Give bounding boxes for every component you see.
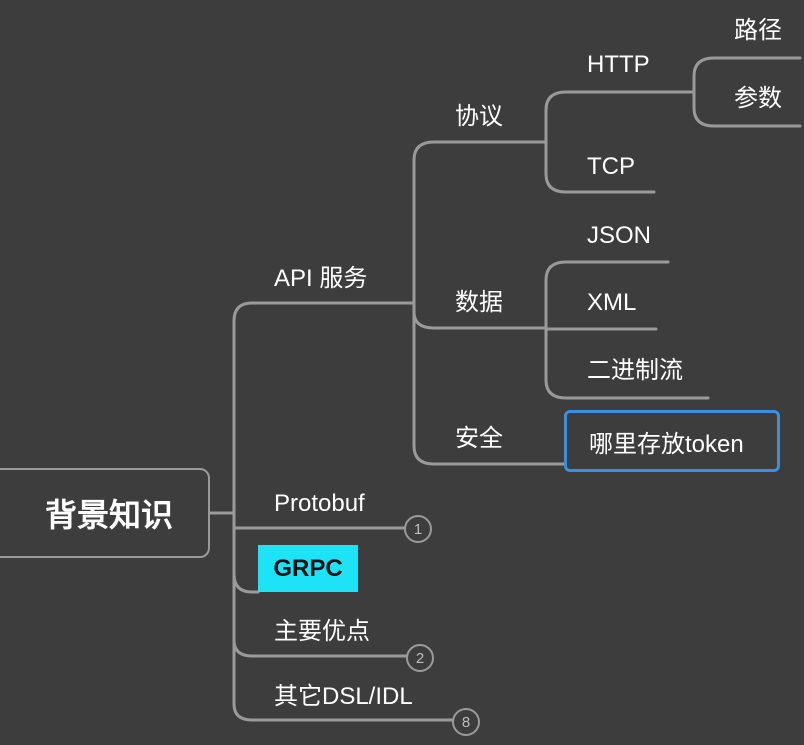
- node-security[interactable]: 安全: [455, 425, 503, 452]
- connector-main-spine: [232, 301, 254, 722]
- collapse-badge-dsl-count: 8: [461, 713, 471, 731]
- node-http[interactable]: HTTP: [587, 51, 650, 78]
- connector-http-spine: [692, 56, 716, 128]
- root-node[interactable]: 背景知识: [0, 468, 210, 558]
- collapse-badge-protobuf-count: 1: [413, 520, 423, 538]
- node-grpc-label: GRPC: [273, 554, 343, 582]
- collapse-badge-protobuf[interactable]: 1: [404, 515, 432, 543]
- connector-advantages: [232, 638, 408, 658]
- node-protobuf[interactable]: Protobuf: [274, 490, 365, 517]
- node-api-service[interactable]: API 服务: [274, 265, 368, 292]
- node-other-dsl-idl[interactable]: 其它DSL/IDL: [274, 683, 413, 710]
- node-advantages[interactable]: 主要优点: [274, 618, 370, 645]
- collapse-badge-dsl[interactable]: 8: [452, 708, 480, 736]
- node-tcp[interactable]: TCP: [587, 153, 635, 180]
- node-token-storage-label: 哪里存放token: [589, 430, 744, 458]
- node-xml[interactable]: XML: [587, 289, 637, 316]
- collapse-badge-advantages-count: 2: [415, 649, 425, 667]
- connector-protocol-spine: [544, 90, 568, 194]
- node-token-storage[interactable]: 哪里存放token: [564, 410, 780, 472]
- collapse-badge-advantages[interactable]: 2: [406, 644, 434, 672]
- node-path[interactable]: 路径: [734, 17, 782, 44]
- node-data[interactable]: 数据: [455, 289, 503, 316]
- node-protocol[interactable]: 协议: [455, 103, 503, 130]
- root-label: 背景知识: [44, 497, 173, 533]
- connector-data: [412, 310, 548, 330]
- node-json[interactable]: JSON: [587, 222, 652, 249]
- node-params[interactable]: 参数: [734, 85, 782, 112]
- node-grpc[interactable]: GRPC: [258, 545, 358, 592]
- node-binary-stream[interactable]: 二进制流: [587, 357, 683, 384]
- connector-api-spine: [412, 140, 436, 466]
- connector-grpc: [232, 572, 260, 594]
